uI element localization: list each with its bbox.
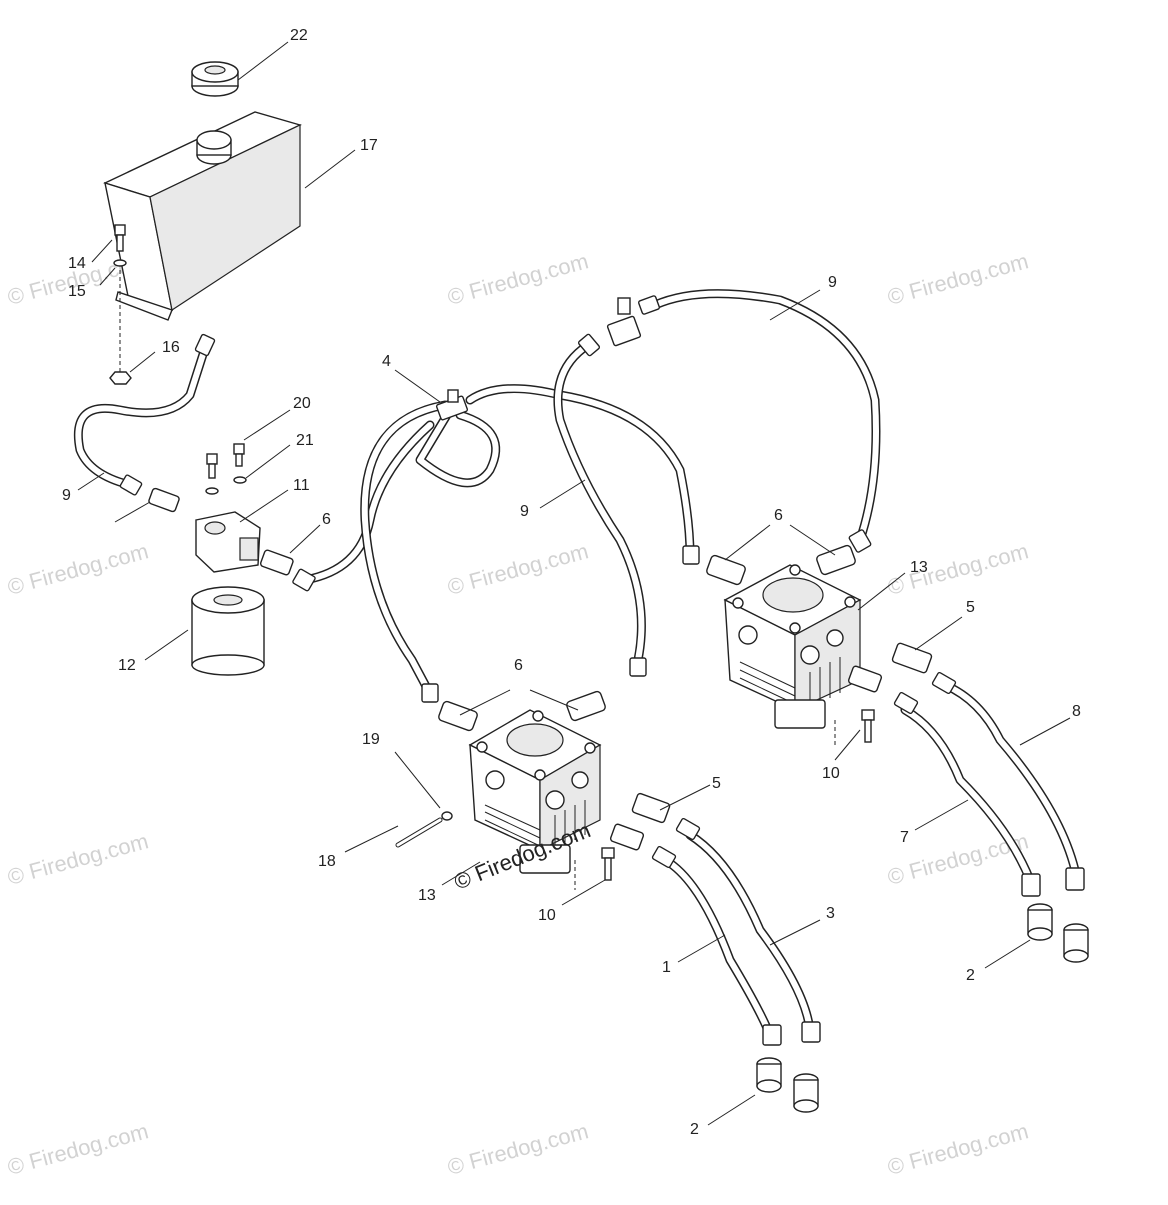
callout-15: 15: [68, 283, 86, 300]
callout-11: 11: [293, 477, 310, 494]
reservoir-tank: [103, 111, 302, 321]
right-fitting-5: [847, 642, 933, 693]
callout-13: 13: [910, 559, 928, 576]
callout-7: 7: [900, 829, 909, 846]
tank-bolt: [114, 224, 126, 252]
callout-8: 8: [1072, 703, 1081, 720]
callout-6: 6: [322, 511, 331, 528]
watermark-text: © Firedog.com: [445, 538, 591, 600]
watermark-text: © Firedog.com: [445, 1118, 591, 1180]
filter-bolts: [206, 443, 245, 479]
watermark-text: © Firedog.com: [885, 248, 1031, 310]
callout-10: 10: [538, 907, 556, 924]
callout-18: 18: [318, 853, 336, 870]
callout-labels: 22 17 14 15 16 20 21 11 6 9 12 4 9 9 6 1…: [62, 27, 1081, 1138]
watermark-text: © Firedog.com: [445, 248, 591, 310]
hose-1: [660, 855, 775, 1040]
callout-6: 6: [774, 507, 783, 524]
watermark-text: © Firedog.com: [885, 1118, 1031, 1180]
left-pump: [468, 709, 602, 874]
callout-4: 4: [382, 353, 391, 370]
left-bolt-10: [601, 847, 615, 881]
adapter-2-right: [1027, 903, 1089, 963]
callout-13: 13: [418, 887, 436, 904]
left-fitting-5: [609, 792, 671, 851]
callout-16: 16: [162, 339, 180, 356]
callout-6: 6: [514, 657, 523, 674]
hose-end-fittings: [119, 295, 872, 703]
callout-20: 20: [293, 395, 311, 412]
callout-19: 19: [362, 731, 380, 748]
fitting-tank: [148, 487, 180, 513]
adapter-2-left: [756, 1057, 819, 1113]
callout-21: 21: [296, 432, 314, 449]
tank-nut: [109, 371, 132, 385]
filter-cartridge: [191, 586, 265, 676]
pin-washer: [441, 811, 453, 821]
watermark-text: © Firedog.com: [5, 828, 151, 890]
tee-fitting: [435, 389, 469, 421]
watermark-text: © Firedog.com: [5, 538, 151, 600]
callout-5: 5: [712, 775, 721, 792]
right-pump-fittings: [706, 544, 856, 586]
hose-layer: [73, 289, 1080, 1040]
callout-14: 14: [68, 255, 86, 272]
callout-9: 9: [520, 503, 529, 520]
tank-washer: [113, 259, 127, 267]
tee-fitting-top: [606, 297, 642, 347]
callout-1: 1: [662, 959, 671, 976]
filter-washers: [205, 476, 247, 495]
right-bolt-10: [861, 709, 875, 743]
right-pump: [723, 564, 862, 729]
callout-12: 12: [118, 657, 136, 674]
hose-end-fittings-lower: [651, 671, 1085, 1046]
callout-2: 2: [690, 1121, 699, 1138]
callout-9: 9: [828, 274, 837, 291]
left-pump-fittings: [438, 690, 606, 732]
callout-2: 2: [966, 967, 975, 984]
left-pump-fins: [484, 800, 586, 850]
leader-lines: [77, 41, 1071, 1126]
callout-22: 22: [290, 27, 308, 44]
fitting-filter: [259, 549, 294, 576]
filter-head: [195, 511, 261, 573]
callout-10: 10: [822, 765, 840, 782]
callout-17: 17: [360, 137, 378, 154]
watermark-text: © Firedog.com: [885, 538, 1031, 600]
callout-3: 3: [826, 905, 835, 922]
callout-5: 5: [966, 599, 975, 616]
reservoir-cap: [191, 61, 239, 97]
watermark-text: © Firedog.com: [5, 1118, 151, 1180]
pivot-pin: [395, 817, 443, 848]
callout-9: 9: [62, 487, 71, 504]
